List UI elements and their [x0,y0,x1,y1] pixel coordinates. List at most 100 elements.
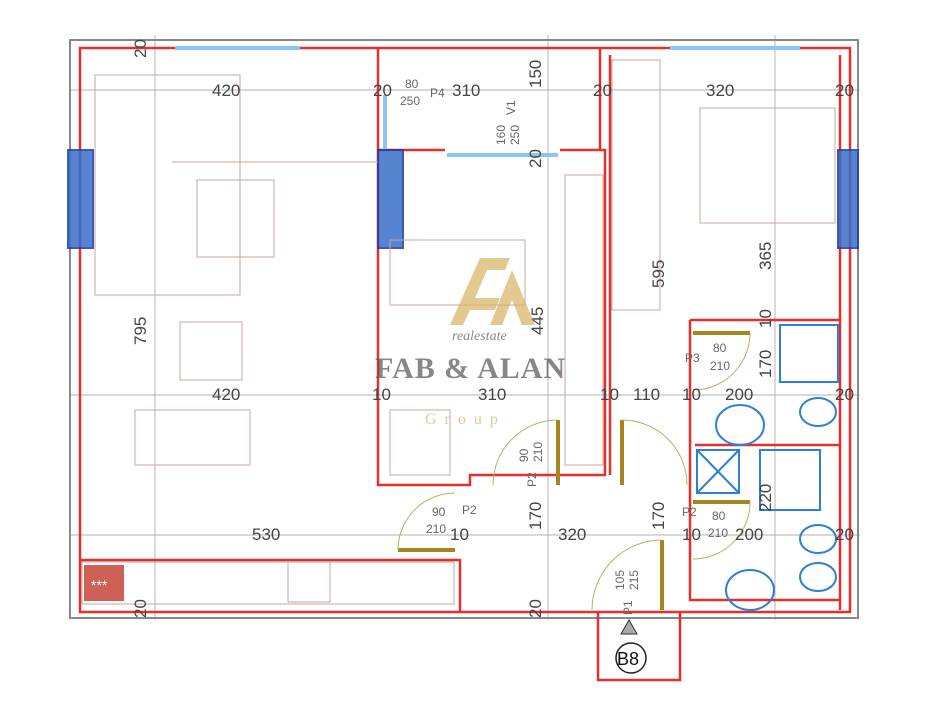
furniture: *** [81,59,836,605]
dim-label: 310 [452,81,480,100]
stove [287,561,331,603]
grid-lines [70,35,860,620]
svg-text:250: 250 [400,94,420,108]
dim-label: 20 [835,81,854,100]
dim-label: 170 [756,350,775,378]
door-label-p4: 80 250 P4 [400,77,445,108]
svg-text:210: 210 [710,359,730,373]
coffee-table [196,179,275,258]
svg-text:105: 105 [613,570,627,590]
door-label-p2-bath: P2 80 210 [682,505,728,540]
door-swings [397,331,751,611]
dim-label: 20 [131,39,150,58]
door-label-p3: P3 80 210 [685,341,730,373]
windows [175,46,800,157]
walls [78,46,852,682]
dim-label: 20 [593,81,612,100]
door-label-p2-bedroom: 90 210 P2 [426,503,477,536]
dim-label: 20 [373,81,392,100]
dim-label: 220 [756,484,775,512]
dim-label: 20 [526,149,545,168]
dim-label: 20 [835,385,854,404]
dim-label: 10 [756,309,775,328]
svg-text:P3: P3 [685,351,700,365]
bidet [799,562,837,592]
fa-logo-icon [450,258,535,325]
kitchen-appliance-red [84,565,124,601]
toilet-2 [799,524,837,554]
svg-text:210: 210 [531,442,545,462]
dim-label: 10 [682,525,701,544]
desk [564,174,604,466]
bathroom-fixtures [696,324,839,611]
svg-text:P4: P4 [430,86,445,100]
outer-wall [69,39,859,619]
dim-label: 200 [725,385,753,404]
dim-label: 20 [131,599,150,618]
dim-label: 10 [600,385,619,404]
svg-text:P1: P1 [621,600,635,615]
dim-label: 10 [372,385,391,404]
svg-text:215: 215 [627,570,641,590]
dim-label: 10 [682,385,701,404]
shower-1 [779,324,839,383]
dimension-labels: 420 20 310 150 20 320 20 20 20 795 420 1… [131,39,854,618]
kitchen-mark: *** [91,577,108,593]
dim-label: 200 [735,525,763,544]
shower-2 [759,449,821,511]
armchair [179,321,243,381]
toilet-1 [799,397,837,427]
unit-badge [615,642,647,674]
dim-label: 420 [212,81,240,100]
svg-text:P2: P2 [682,505,697,519]
columns [67,149,859,249]
dim-label: 595 [649,260,668,288]
sink-2 [725,569,775,611]
svg-text:realestate: realestate [452,329,507,344]
dim-label: 420 [212,385,240,404]
sofa [94,74,241,296]
dim-label: 320 [706,81,734,100]
svg-text:80: 80 [405,77,419,91]
unit-label: B8 [617,649,639,669]
wardrobe [611,59,661,311]
watermark-logo: realestate FAB & ALAN Group [375,258,566,428]
dim-label: 795 [131,317,150,345]
svg-text:FAB & ALAN: FAB & ALAN [375,352,566,385]
dim-label: 110 [633,385,660,404]
dim-label: 445 [528,307,547,335]
svg-text:P2: P2 [462,503,477,517]
svg-text:Group: Group [425,411,506,428]
bed-lower [389,409,451,476]
kitchen-counter [81,561,455,605]
svg-text:210: 210 [426,522,446,536]
dim-label: 150 [526,60,545,88]
svg-text:80: 80 [712,509,726,523]
dim-label: 20 [835,525,854,544]
dim-label: 20 [526,599,545,618]
svg-text:90: 90 [432,505,446,519]
sink-1 [715,404,765,446]
dim-label: 320 [558,525,586,544]
dining-table [134,409,251,466]
bed-middle [389,239,526,306]
svg-text:210: 210 [708,526,728,540]
entrance-arrow-icon [620,618,638,635]
svg-text:V1: V1 [504,100,518,115]
svg-text:250: 250 [508,125,522,145]
drain-box [696,449,740,494]
dim-label: 170 [526,502,545,530]
dim-label: 170 [649,502,668,530]
dim-label: 10 [450,525,469,544]
double-bed [699,107,836,224]
dim-label: 530 [252,525,280,544]
dim-label: 365 [756,242,775,270]
svg-text:90: 90 [517,448,531,462]
dim-label: 310 [478,385,506,404]
svg-text:80: 80 [713,341,727,355]
